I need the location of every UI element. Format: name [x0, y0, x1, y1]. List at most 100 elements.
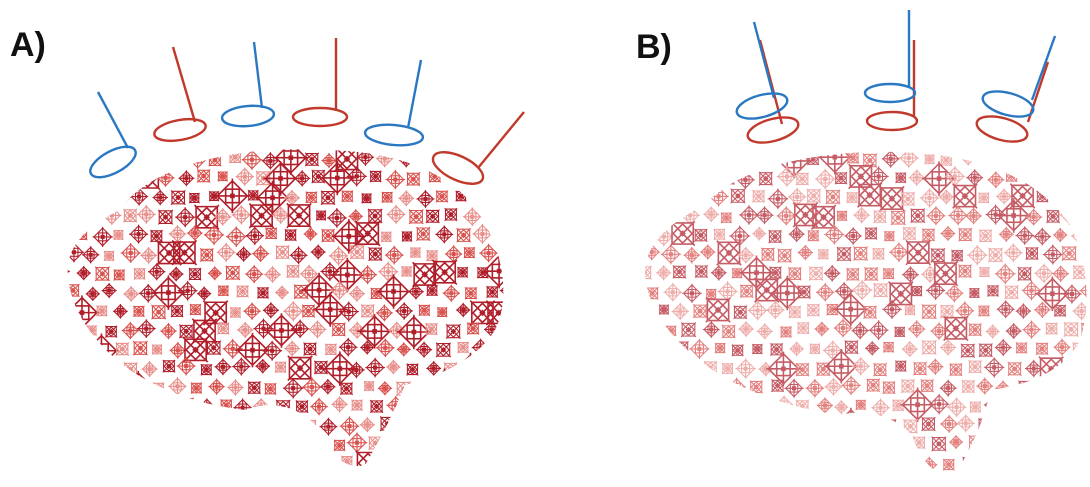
embroidery-motif-icon	[660, 244, 681, 265]
embroidery-motif-icon	[932, 260, 959, 287]
embroidery-motif-icon	[904, 304, 916, 316]
embroidery-motif-icon	[67, 170, 81, 189]
embroidery-motif-icon	[1022, 320, 1041, 339]
embroidery-motif-icon	[648, 171, 660, 183]
embroidery-motif-icon	[907, 320, 926, 338]
embroidery-motif-icon	[1035, 276, 1070, 311]
embroidery-motif-icon	[132, 305, 145, 318]
embroidery-motif-icon	[1034, 301, 1051, 318]
embroidery-motif-icon	[962, 456, 974, 468]
tms-coil-icon	[363, 59, 425, 147]
embroidery-motif-icon	[246, 417, 262, 433]
embroidery-motif-icon	[152, 152, 166, 166]
embroidery-motif-icon	[196, 127, 219, 150]
embroidery-motif-icon	[1033, 227, 1052, 246]
embroidery-motif-icon	[506, 260, 531, 285]
embroidery-motif-icon	[961, 379, 976, 394]
embroidery-motif-icon	[968, 434, 984, 450]
embroidery-motif-icon	[508, 411, 534, 437]
embroidery-motif-icon	[319, 417, 338, 436]
embroidery-motif-icon	[1079, 280, 1087, 301]
embroidery-motif-icon	[739, 284, 754, 299]
embroidery-motif-icon	[157, 209, 174, 225]
embroidery-motif-icon	[369, 399, 384, 414]
embroidery-motif-icon	[231, 205, 252, 225]
embroidery-motif-icon	[418, 381, 434, 396]
embroidery-motif-icon	[969, 287, 980, 299]
embroidery-motif-icon	[245, 226, 265, 245]
embroidery-motif-icon	[1072, 264, 1087, 280]
embroidery-motif-icon	[190, 382, 203, 394]
embroidery-motif-icon	[776, 166, 798, 187]
embroidery-motif-icon	[665, 325, 677, 337]
embroidery-motif-icon	[987, 171, 1005, 189]
embroidery-motif-icon	[889, 242, 909, 263]
embroidery-motif-icon	[1079, 436, 1087, 454]
embroidery-motif-icon	[507, 145, 533, 171]
embroidery-motif-icon	[497, 318, 524, 345]
embroidery-motif-icon	[737, 246, 755, 264]
embroidery-motif-icon	[1024, 438, 1040, 454]
embroidery-motif-icon	[822, 340, 843, 361]
embroidery-motif-icon	[771, 379, 785, 393]
embroidery-motif-icon	[729, 415, 747, 432]
embroidery-motif-icon	[776, 206, 796, 226]
embroidery-motif-icon	[395, 381, 412, 397]
embroidery-motif-icon	[175, 207, 196, 228]
embroidery-motif-icon	[426, 284, 438, 297]
embroidery-motif-icon	[394, 453, 413, 466]
embroidery-motif-icon	[390, 438, 402, 450]
embroidery-motif-icon	[150, 229, 163, 243]
embroidery-motif-icon	[217, 285, 230, 297]
embroidery-motif-icon	[130, 187, 149, 206]
embroidery-motif-icon	[1060, 435, 1077, 452]
embroidery-motif-icon	[363, 380, 375, 392]
embroidery-motif-icon	[67, 242, 85, 263]
embroidery-motif-icon	[894, 360, 907, 372]
embroidery-motif-icon	[500, 133, 515, 148]
embroidery-motif-icon	[700, 244, 716, 260]
tms-coil-pair	[735, 21, 800, 144]
embroidery-motif-icon	[996, 300, 1015, 319]
embroidery-motif-icon	[1081, 131, 1090, 147]
embroidery-motif-icon	[220, 399, 233, 412]
embroidery-motif-icon	[731, 344, 744, 357]
embroidery-motif-icon	[883, 452, 900, 470]
embroidery-motif-icon	[738, 434, 756, 452]
embroidery-motif-icon	[294, 435, 310, 451]
embroidery-motif-icon	[151, 344, 163, 355]
embroidery-motif-icon	[797, 285, 811, 299]
embroidery-motif-icon	[375, 338, 395, 358]
embroidery-motif-icon	[104, 362, 118, 376]
embroidery-motif-icon	[507, 452, 530, 475]
embroidery-motif-icon	[894, 326, 906, 338]
embroidery-motif-icon	[945, 284, 964, 303]
embroidery-motif-icon	[767, 188, 789, 210]
embroidery-motif-icon	[768, 416, 783, 431]
panel-a-label: A)	[10, 26, 46, 64]
panel-b-label: B)	[636, 28, 672, 66]
embroidery-motif-icon	[747, 300, 768, 321]
embroidery-motif-icon	[101, 437, 117, 452]
embroidery-motif-icon	[776, 436, 795, 454]
embroidery-motif-icon	[151, 275, 186, 310]
embroidery-motif-icon	[320, 190, 336, 206]
embroidery-motif-icon	[472, 223, 493, 244]
embroidery-motif-icon	[380, 231, 392, 243]
embroidery-motif-icon	[1017, 266, 1032, 282]
embroidery-motif-icon	[743, 413, 770, 439]
embroidery-motif-icon	[856, 182, 883, 208]
embroidery-motif-icon	[674, 419, 689, 434]
embroidery-motif-icon	[766, 300, 785, 320]
embroidery-motif-icon	[661, 361, 678, 378]
embroidery-motif-icon	[824, 224, 845, 245]
embroidery-motif-icon	[1015, 226, 1035, 245]
embroidery-motif-icon	[731, 267, 743, 279]
embroidery-motif-icon	[214, 434, 235, 455]
embroidery-motif-icon	[199, 248, 214, 262]
panel-a-coils	[89, 38, 525, 185]
embroidery-motif-icon	[868, 320, 889, 341]
embroidery-motif-icon	[926, 280, 946, 300]
embroidery-motif-icon	[1027, 399, 1039, 411]
embroidery-motif-icon	[176, 356, 196, 376]
